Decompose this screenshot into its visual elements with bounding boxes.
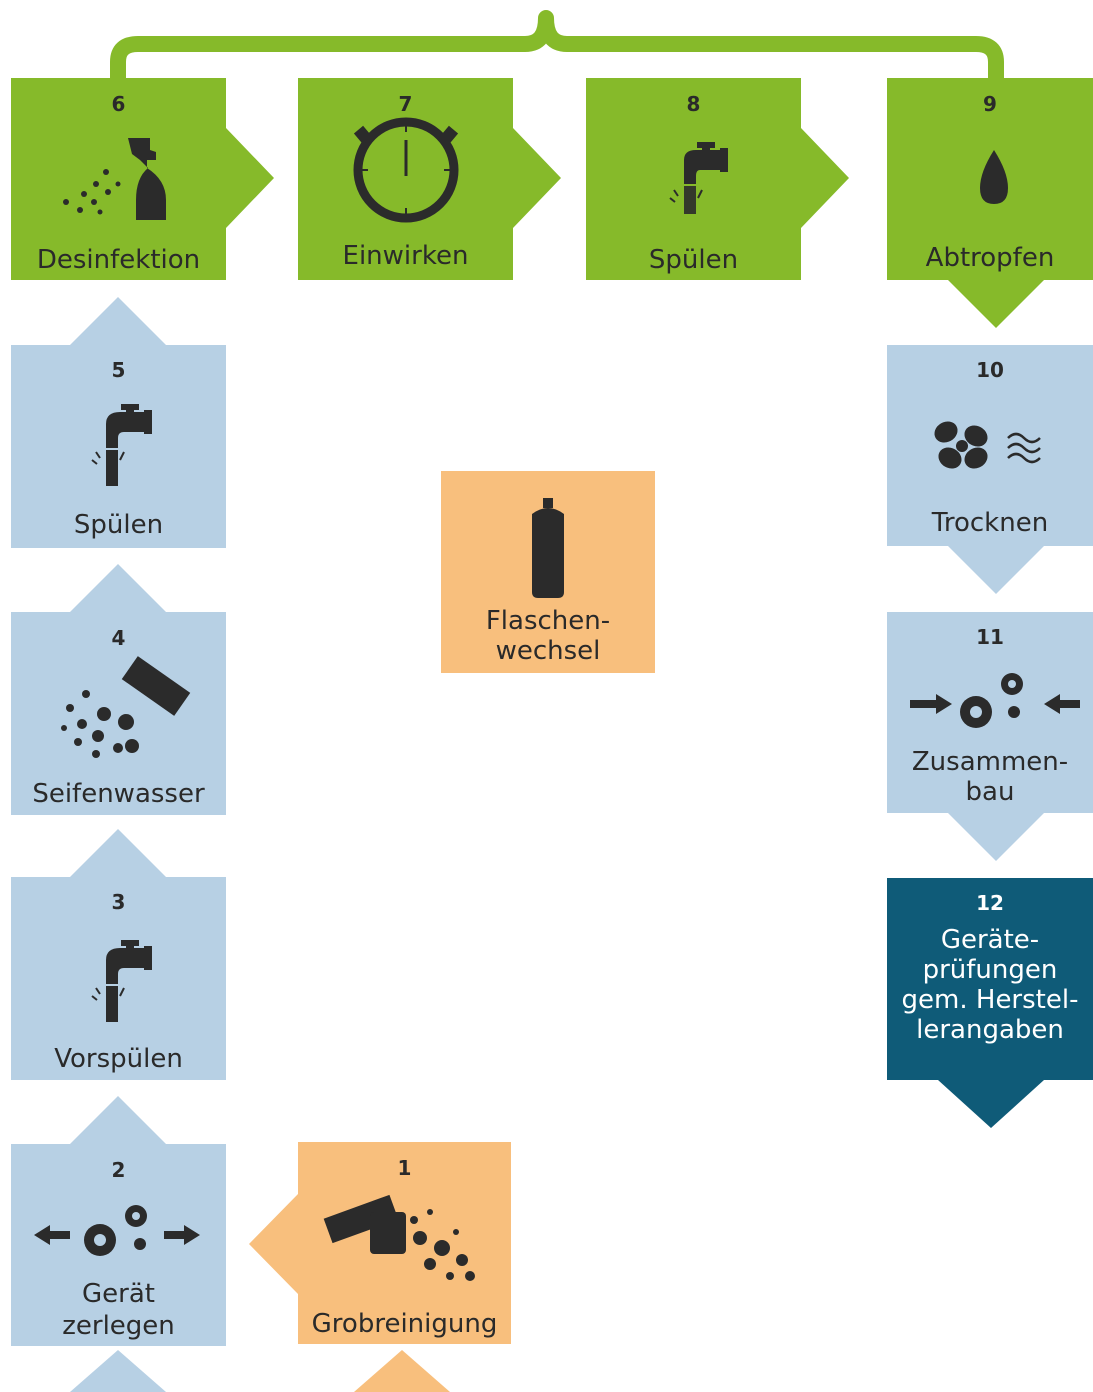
step-number: 7 — [398, 92, 413, 116]
step-6: 6 Desinfektion — [11, 78, 226, 280]
step-label: Abtropfen — [925, 243, 1055, 273]
step-7: 7 Einwirken — [298, 78, 513, 280]
faucet-icon — [91, 404, 152, 486]
step-number: 5 — [111, 358, 126, 382]
step-label: Desinfektion — [36, 245, 201, 275]
step-number: 4 — [111, 626, 126, 650]
step-label-line-2: bau — [965, 777, 1015, 807]
step-label-line-1: Gerät — [82, 1279, 155, 1309]
gears-arrows-out-icon — [34, 1205, 200, 1256]
step-number: 3 — [111, 890, 126, 914]
bottle-change-label-line-1: Flaschen- — [485, 606, 611, 636]
step-11-shape — [887, 612, 1093, 861]
fan-icon — [934, 421, 1041, 469]
step-5: 5 Spülen — [11, 345, 226, 548]
step-2: 2 Gerät zerlegen — [11, 1144, 226, 1346]
step-2-shape — [11, 1096, 226, 1346]
step-4: 4 Seifenwasser — [11, 612, 226, 815]
step-2-incoming-arrow — [70, 1350, 166, 1392]
step-12: 12 Geräte- prüfungen gem. Herstel- leran… — [887, 878, 1093, 1080]
step-3: 3 Vorspülen — [11, 877, 226, 1080]
step-label-line-3: gem. Herstel- — [901, 985, 1079, 1015]
step-1-incoming-arrow — [354, 1350, 450, 1392]
step-label-line-2: prüfungen — [922, 955, 1058, 985]
step-10: 10 Trocknen — [887, 345, 1093, 546]
step-label: Seifenwasser — [32, 779, 205, 809]
step-label: Grobreinigung — [311, 1309, 498, 1339]
step-number: 8 — [686, 92, 701, 116]
step-label: Trocknen — [931, 508, 1049, 538]
step-label-line-2: zerlegen — [62, 1311, 175, 1341]
step-number: 2 — [111, 1158, 126, 1182]
step-9: 9 Abtropfen — [887, 78, 1093, 280]
step-11: 11 Zusammen- bau — [887, 612, 1093, 813]
step-label-line-4: lerangaben — [916, 1015, 1064, 1045]
drop-icon — [980, 150, 1008, 204]
step-10-shape — [887, 345, 1093, 594]
step-number: 9 — [983, 92, 997, 116]
step-label-line-1: Zusammen- — [911, 747, 1069, 777]
step-8-shape — [586, 78, 849, 280]
step-8: 8 Spülen — [586, 78, 801, 280]
faucet-icon — [91, 940, 152, 1022]
step-number: 12 — [976, 891, 1004, 915]
step-number: 11 — [976, 625, 1004, 649]
cylinder-icon — [532, 498, 564, 598]
spray-bottle-icon — [63, 138, 166, 220]
step-number: 6 — [111, 92, 126, 116]
step-label: Einwirken — [342, 241, 469, 271]
soap-sponge-icon — [61, 656, 191, 758]
step-4-shape — [11, 564, 226, 815]
step-label: Vorspülen — [54, 1044, 183, 1074]
step-label-line-1: Geräte- — [940, 925, 1040, 955]
group-bracket — [110, 10, 1004, 80]
step-1: 1 Grobreinigung — [298, 1142, 511, 1344]
faucet-icon — [669, 142, 728, 214]
sponge-bubbles-icon — [323, 1194, 475, 1281]
timer-icon — [353, 117, 459, 223]
gears-arrows-in-icon — [910, 673, 1080, 728]
step-number: 1 — [397, 1156, 412, 1180]
bottle-change: Flaschen- wechsel — [441, 471, 655, 673]
step-12-shape — [887, 878, 1093, 1128]
step-label: Spülen — [73, 510, 164, 540]
step-number: 10 — [976, 358, 1004, 382]
bottle-change-label-line-2: wechsel — [495, 636, 601, 666]
step-label: Spülen — [648, 245, 739, 275]
